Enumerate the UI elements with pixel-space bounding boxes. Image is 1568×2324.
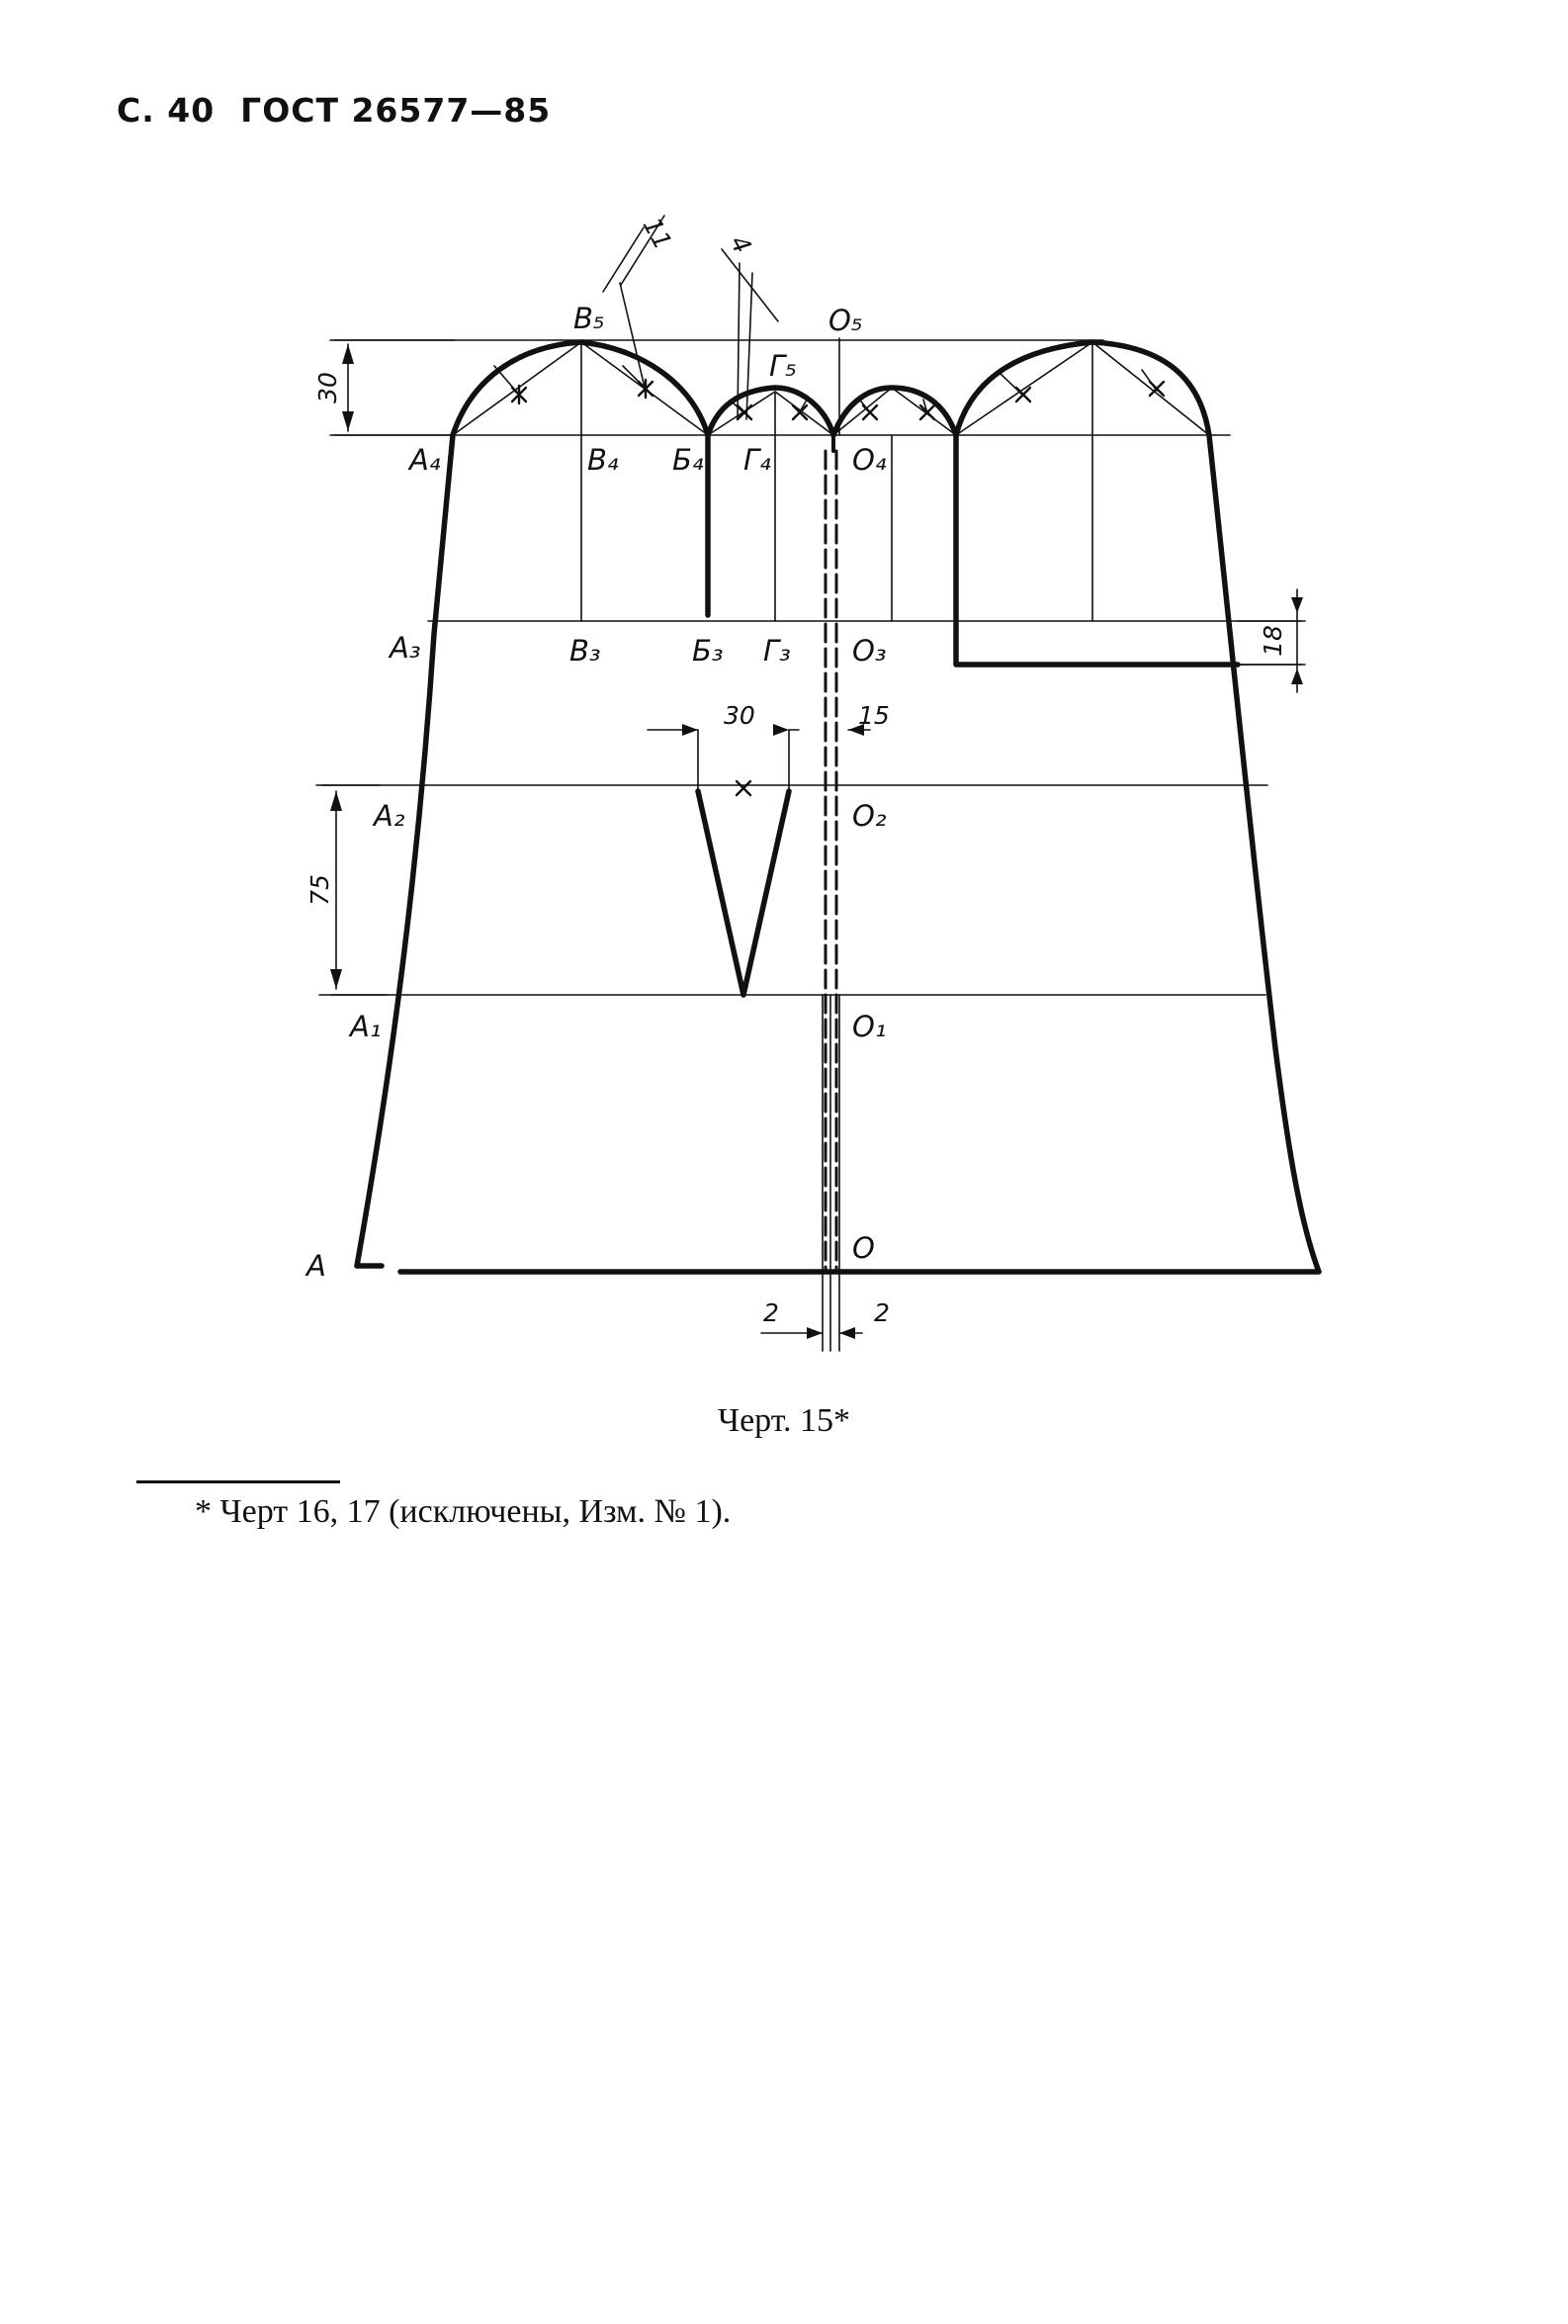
label-b5: В₅ <box>573 302 605 335</box>
page-header: С. 40 ГОСТ 26577—85 <box>117 91 576 130</box>
standard-title: ГОСТ 26577—85 <box>240 91 552 130</box>
label-o1: О₁ <box>852 1010 886 1043</box>
dim-dart-depth: 75 <box>305 874 334 906</box>
label-g4: Г₄ <box>743 443 771 477</box>
label-a4: А₄ <box>407 443 441 477</box>
dim-top-height: 30 <box>313 372 342 403</box>
footnote-divider <box>136 1480 340 1483</box>
dim-seam-left: 2 <box>763 1298 779 1327</box>
label-a3: А₃ <box>388 631 420 665</box>
label-o: О <box>852 1231 875 1265</box>
label-b4: В₄ <box>587 443 619 477</box>
label-b3: В₃ <box>569 634 601 668</box>
label-a: А <box>305 1249 326 1283</box>
label-o4: О₄ <box>852 443 887 477</box>
label-a1: А₁ <box>348 1010 381 1043</box>
dim-seam-right: 2 <box>874 1298 890 1327</box>
dim-slit: 18 <box>1259 625 1287 657</box>
label-a2: А₂ <box>372 799 405 833</box>
label-g3: Г₃ <box>763 634 791 668</box>
center-seam <box>824 449 838 1274</box>
label-bb3: Б₃ <box>692 634 724 668</box>
dim-dart-offset: 15 <box>858 701 890 730</box>
label-o3: О₃ <box>852 634 886 668</box>
label-o2: О₂ <box>852 799 887 833</box>
footnote: * Черт 16, 17 (исключены, Изм. № 1). <box>195 1493 732 1530</box>
construction-lines <box>315 215 1306 1352</box>
dimension-arrows <box>330 344 1303 1339</box>
pattern-outline <box>354 339 1322 1275</box>
midpoint-marks <box>510 378 1166 797</box>
figure-caption: Черт. 15* <box>717 1402 851 1439</box>
page-number: С. 40 <box>117 91 216 130</box>
label-bb4: Б₄ <box>672 443 704 477</box>
label-o5: О₅ <box>828 304 862 337</box>
dim-top-4: 4 <box>725 230 757 258</box>
dim-dart-width: 30 <box>724 701 755 730</box>
point-labels: А А₁ А₂ А₃ А₄ В₃ В₄ В₅ Б₃ Б₄ Г₃ Г₄ Г₅ О … <box>305 302 887 1283</box>
label-g5: Г₅ <box>769 349 797 383</box>
